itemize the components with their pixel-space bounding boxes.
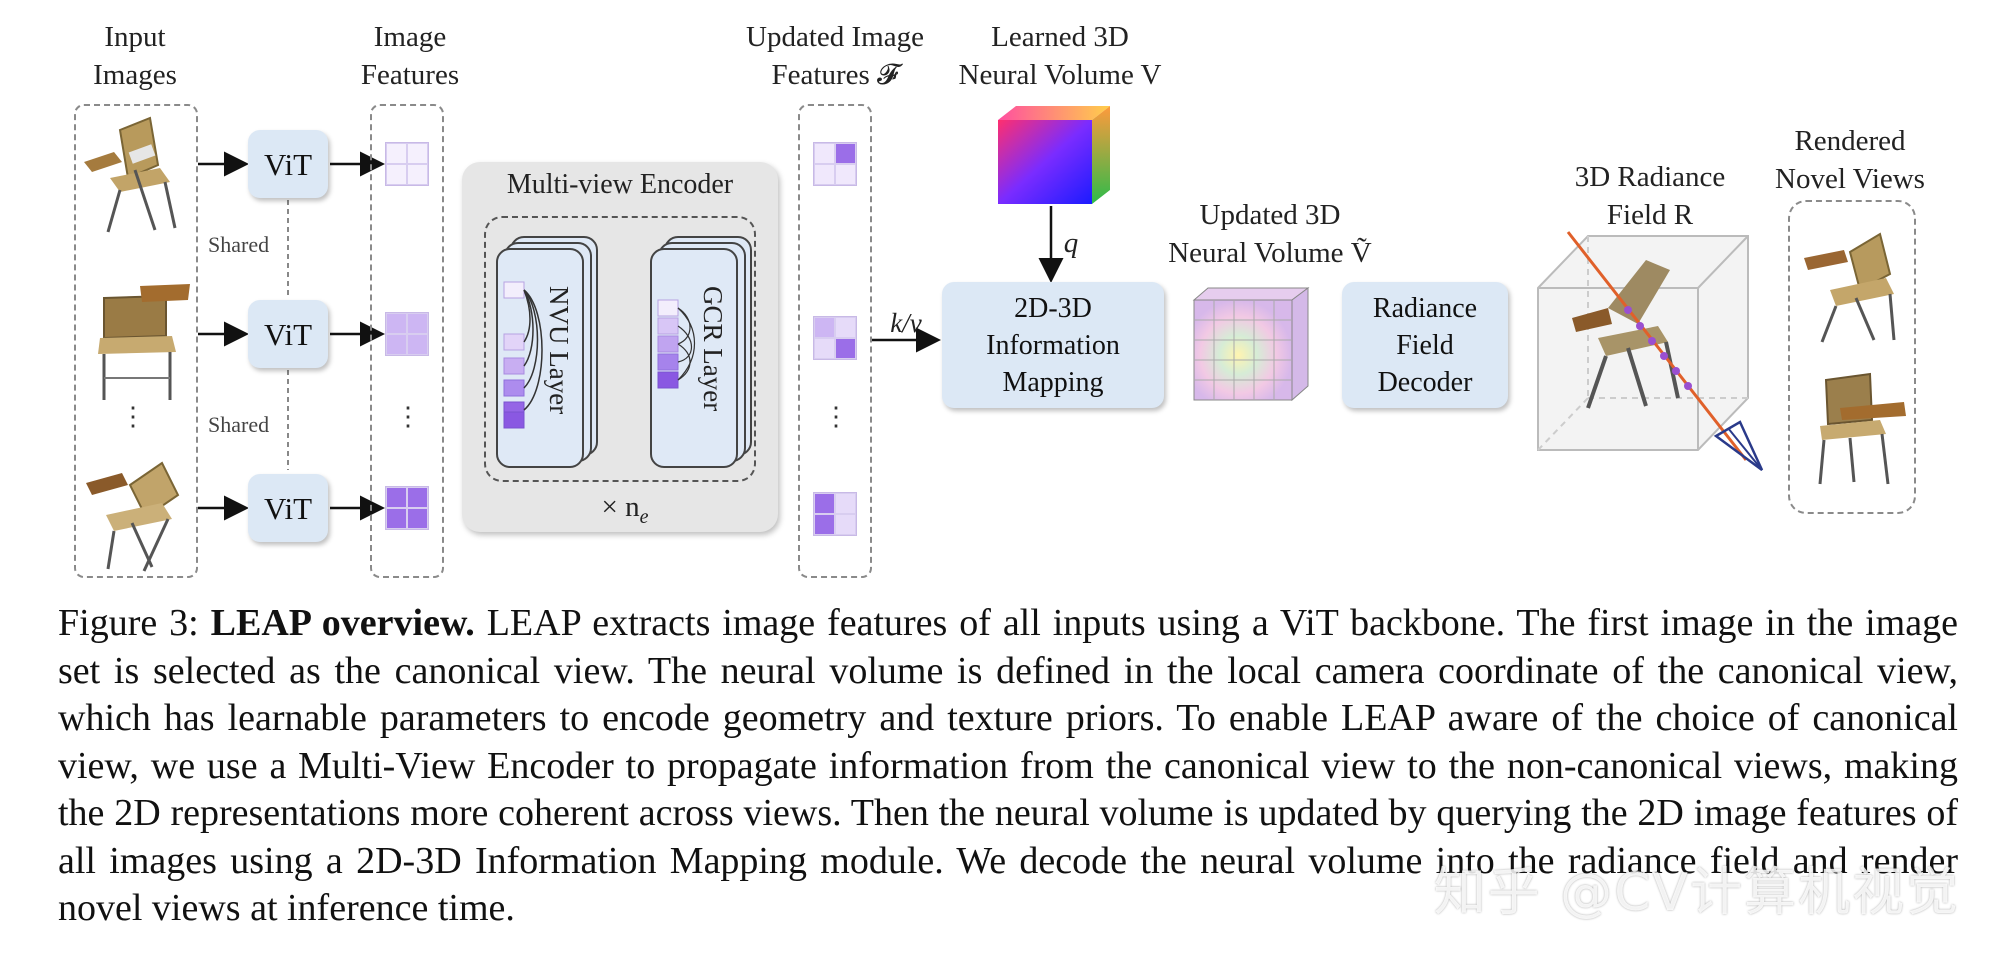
chair-image [86,461,180,572]
feature-grid-icon [813,492,857,536]
q-label: q [1063,227,1079,259]
updated-features-column [798,104,872,578]
radiance-field-cube-icon [1537,231,1749,461]
caption-body: LEAP extracts image features of all inpu… [58,602,1958,929]
feature-grid-icon [813,142,857,186]
feature-grid-icon [385,312,429,356]
vit-block-2: ViT [248,300,328,368]
caption-paragraph: Figure 3: LEAP overview. LEAP extracts i… [58,600,1958,933]
updated-features-ellipsis: ⋮ [823,402,849,431]
rendered-views-label: Rendered Novel Views [1775,125,1925,195]
learned-neural-volume-label: Learned 3D Neural Volume V [958,21,1162,91]
features-ellipsis: ⋮ [395,402,421,431]
updated-image-features-label: Updated Image Features 𝓕 [746,21,924,91]
figure-caption: Figure 3: LEAP overview. LEAP extracts i… [58,600,1958,933]
feature-grid-icon [813,316,857,360]
camera-frustum-icon [1713,420,1764,472]
information-mapping-block: 2D-3D Information Mapping [942,282,1164,408]
chair-image [84,116,177,233]
chair-image [1818,372,1906,485]
encoder-inner-dashed [484,216,756,482]
chair-image [1804,232,1896,343]
radiance-field-decoder-block: Radiance Field Decoder [1342,282,1508,408]
input-images-label: Input Images [93,21,177,91]
caption-title: LEAP overview. [210,602,475,644]
image-features-column [370,104,444,578]
updated-neural-volume-label: Updated 3D Neural Volume Ṽ [1168,199,1372,269]
image-features-label: Image Features [360,21,460,91]
kv-label: k/v [890,308,922,338]
shared-label-2: Shared [208,412,270,437]
vit-block-1: ViT [248,130,328,198]
feature-grid-icon [385,486,429,530]
multiview-encoder-label: Multi-view Encoder [506,169,734,200]
feature-grid-icon [385,142,429,186]
nvu-token-stack [503,281,543,429]
rendered-views-column [1788,200,1916,514]
figure: Input Images Image Features Updated Imag… [74,21,1925,578]
shared-label-1: Shared [208,232,270,257]
caption-figure-number: Figure 3: [58,602,199,644]
repeat-ne-label: × ne [601,491,649,528]
gcr-token-stack [657,299,696,389]
chair-image [98,284,190,400]
watermark: 知乎 @CV计算机视觉 [1433,863,1960,923]
vit-block-3: ViT [248,474,328,542]
updated-neural-volume-icon [1192,287,1310,402]
radiance-field-label: 3D Radiance Field R [1574,161,1726,231]
input-images-column [74,104,198,578]
neural-volume-cube-icon [998,106,1110,204]
